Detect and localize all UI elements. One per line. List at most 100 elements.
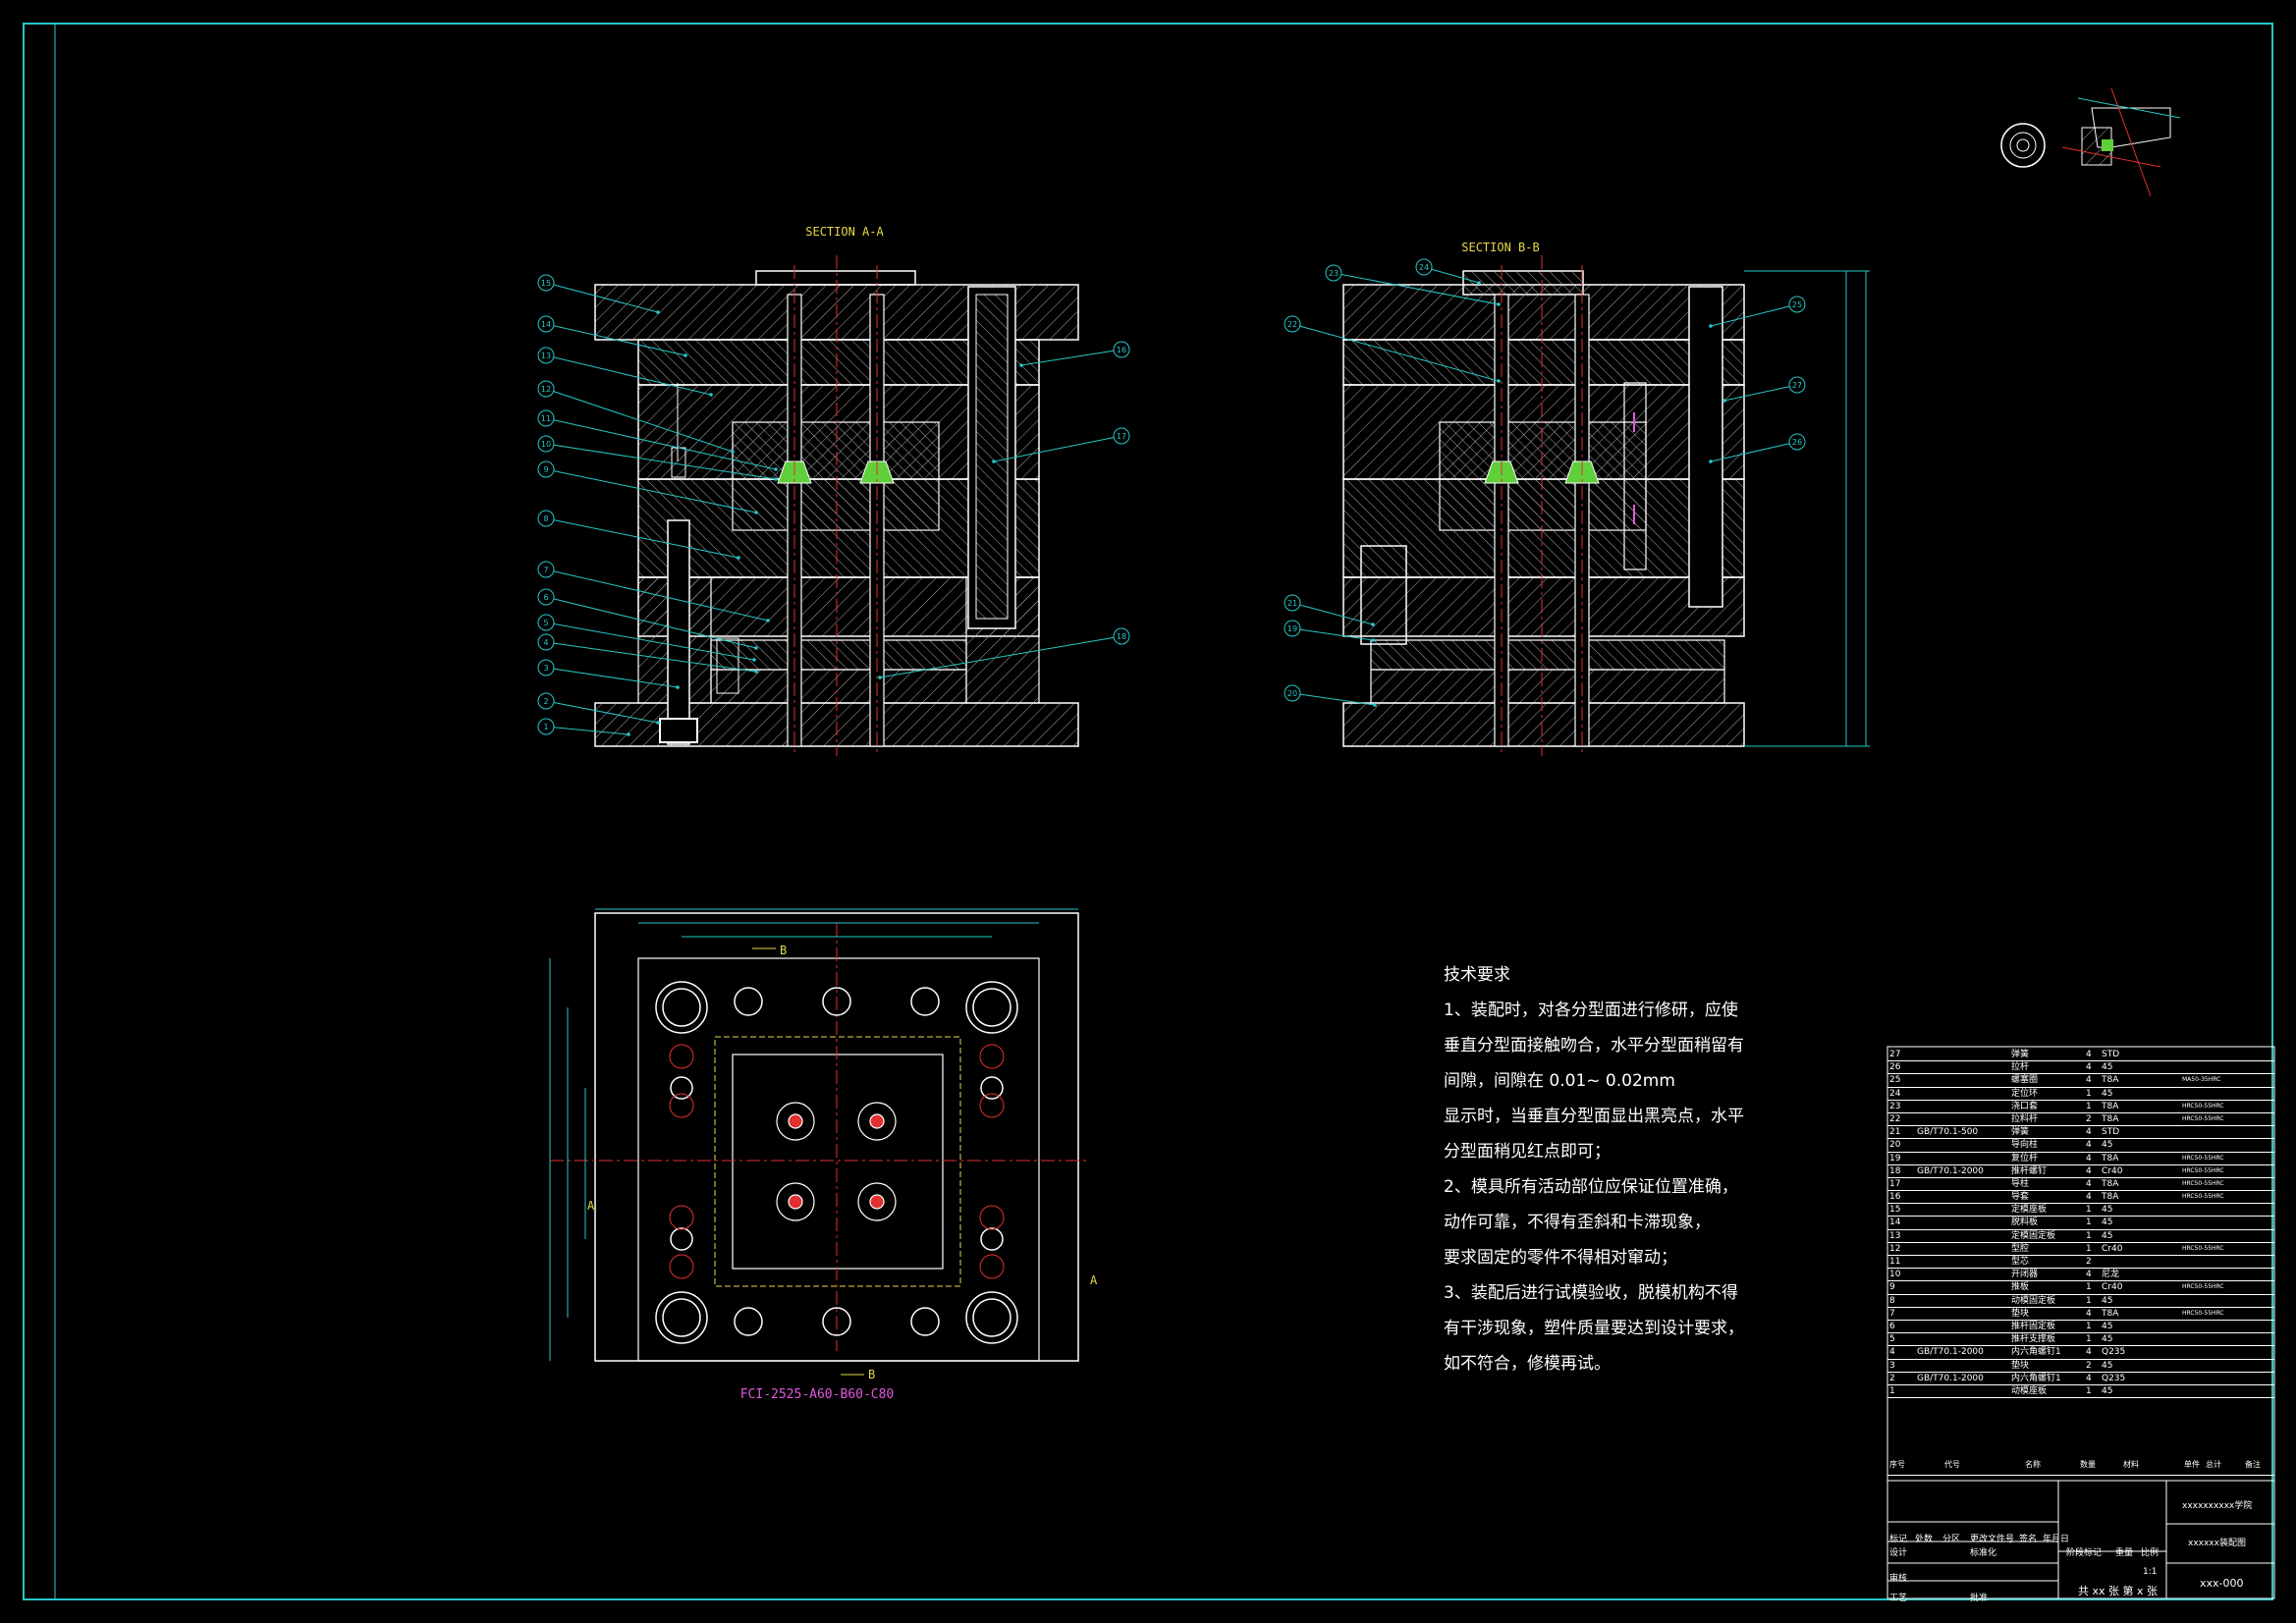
bom-cell-mat: 45 — [2102, 1217, 2113, 1228]
bom-cell-name: 推杆螺钉 — [2011, 1165, 2048, 1176]
callout-6: 6 — [537, 588, 758, 650]
bom-cell-no: 7 — [1889, 1308, 1895, 1319]
bom-cell-no: 23 — [1889, 1101, 1901, 1111]
bom-cell-qty: 4 — [2086, 1127, 2092, 1138]
bom-cell-no: 24 — [1889, 1088, 1901, 1099]
plan-mark-a-right: A — [1090, 1273, 1098, 1287]
requirement-line: 要求固定的零件不得相对窜动； — [1444, 1248, 1677, 1268]
bom-cell-no: 17 — [1889, 1178, 1901, 1189]
bom-cell-mat: 45 — [2102, 1205, 2113, 1216]
bom-cell-mat: T8A — [2102, 1153, 2119, 1163]
callout-label: 15 — [541, 279, 551, 288]
callout-label: 27 — [1792, 381, 1802, 390]
tb-zone: 分区 — [1942, 1535, 1961, 1544]
bom-cell-no: 5 — [1889, 1334, 1895, 1345]
bom-cell-name: 垫块 — [2011, 1360, 2030, 1371]
bom-cell-name: 推杆支撑板 — [2011, 1334, 2056, 1345]
bom-cell-mat: Cr40 — [2102, 1282, 2123, 1293]
bom-cell-qty: 1 — [2086, 1230, 2092, 1241]
requirement-line: 分型面稍见红点即可； — [1444, 1142, 1611, 1162]
bom-cell-qty: 1 — [2086, 1295, 2092, 1306]
bom-cell-qty: 4 — [2086, 1347, 2092, 1358]
tb-mark: 标记 — [1889, 1535, 1908, 1544]
plan-view: B B A A FCI-2525-A60-B60-C80 — [549, 908, 1098, 1402]
callout-21: 21 — [1284, 594, 1375, 626]
bom-cell-qty: 1 — [2086, 1243, 2092, 1254]
callout-17: 17 — [992, 427, 1130, 463]
bom-header-unit: 单件 — [2184, 1460, 2200, 1469]
callout-label: 22 — [1287, 320, 1297, 329]
plan-mark-b-bottom: B — [868, 1368, 875, 1381]
bom-cell-mat: 45 — [2102, 1385, 2113, 1396]
tb-standard: 标准化 — [1970, 1548, 1997, 1558]
callout-14: 14 — [537, 315, 687, 357]
bom-cell-name: 推板 — [2011, 1282, 2030, 1293]
callout-label: 26 — [1792, 438, 1802, 447]
callout-label: 7 — [543, 566, 548, 574]
callout-3: 3 — [537, 659, 680, 689]
bom-cell-name: 动模座板 — [2011, 1385, 2048, 1396]
requirements-title: 技术要求 — [1444, 965, 1510, 985]
callout-18: 18 — [878, 627, 1130, 679]
callout-12: 12 — [537, 380, 735, 454]
bom-cell-qty: 4 — [2086, 1308, 2092, 1319]
bom-cell-mat: T8A — [2102, 1192, 2119, 1203]
callout-15: 15 — [537, 274, 660, 314]
title-block: 标记 处数 分区 更改文件号 签名 年月日 设计 标准化 审核 工艺 批准 阶段… — [1887, 1481, 2274, 1603]
bom-cell-name: 推杆固定板 — [2011, 1321, 2056, 1331]
requirement-line: 3、装配后进行试模验收，脱模机构不得 — [1444, 1283, 1738, 1303]
plan-mark-a-left: A — [587, 1199, 595, 1213]
bom-cell-mat: T8A — [2102, 1101, 2119, 1111]
tb-approve: 批准 — [1970, 1594, 1989, 1603]
bom-cell-name: 脱料板 — [2011, 1217, 2039, 1228]
bom-cell-mat: T8A — [2102, 1308, 2119, 1319]
bom-cell-no: 18 — [1889, 1165, 1901, 1176]
bom-cell-qty: 4 — [2086, 1140, 2092, 1151]
bom-cell-no: 11 — [1889, 1257, 1901, 1267]
bom-cell-name: 导柱 — [2011, 1178, 2030, 1189]
bom-cell-mat: T8A — [2102, 1113, 2119, 1124]
bom-cell-name: 拉料杆 — [2011, 1113, 2039, 1124]
bom-cell-mat: 45 — [2102, 1360, 2113, 1371]
bom-cell-qty: 2 — [2086, 1257, 2092, 1267]
bom-cell-qty: 4 — [2086, 1062, 2092, 1073]
bom-frame — [1886, 1046, 2275, 1599]
requirement-line: 间隙，间隙在 0.01~ 0.02mm — [1444, 1071, 1675, 1091]
callout-label: 16 — [1117, 346, 1126, 354]
callout-label: 9 — [543, 465, 548, 474]
tb-stage: 阶段标记 — [2066, 1548, 2103, 1558]
bom-cell-note: HRC50-55HRC — [2182, 1309, 2224, 1317]
requirement-line: 垂直分型面接触吻合，水平分型面稍留有 — [1444, 1036, 1744, 1055]
callout-11: 11 — [537, 409, 778, 471]
bom-cell-no: 13 — [1889, 1230, 1901, 1241]
bom-cell-name: 复位杆 — [2011, 1153, 2039, 1163]
callout-label: 14 — [541, 320, 551, 329]
bom-cell-no: 20 — [1889, 1140, 1901, 1151]
bom-cell-qty: 4 — [2086, 1050, 2092, 1059]
inner-frame — [54, 23, 2273, 1600]
tb-process: 工艺 — [1889, 1594, 1908, 1603]
callout-27: 27 — [1722, 376, 1806, 403]
callout-label: 8 — [543, 514, 548, 523]
bom-cell-name: 型芯 — [2011, 1257, 2030, 1267]
bom-cell-qty: 4 — [2086, 1075, 2092, 1086]
bom-cell-name: 弹簧 — [2011, 1127, 2030, 1138]
bom-header: 序号 代号 名称 数量 材料 单件 总计 备注 — [1887, 1453, 2274, 1476]
bom-cell-qty: 2 — [2086, 1360, 2092, 1371]
callout-label: 2 — [543, 697, 548, 706]
bom-cell-mat: 45 — [2102, 1334, 2113, 1345]
bom-cell-mat: T8A — [2102, 1178, 2119, 1189]
callout-19: 19 — [1284, 620, 1375, 642]
